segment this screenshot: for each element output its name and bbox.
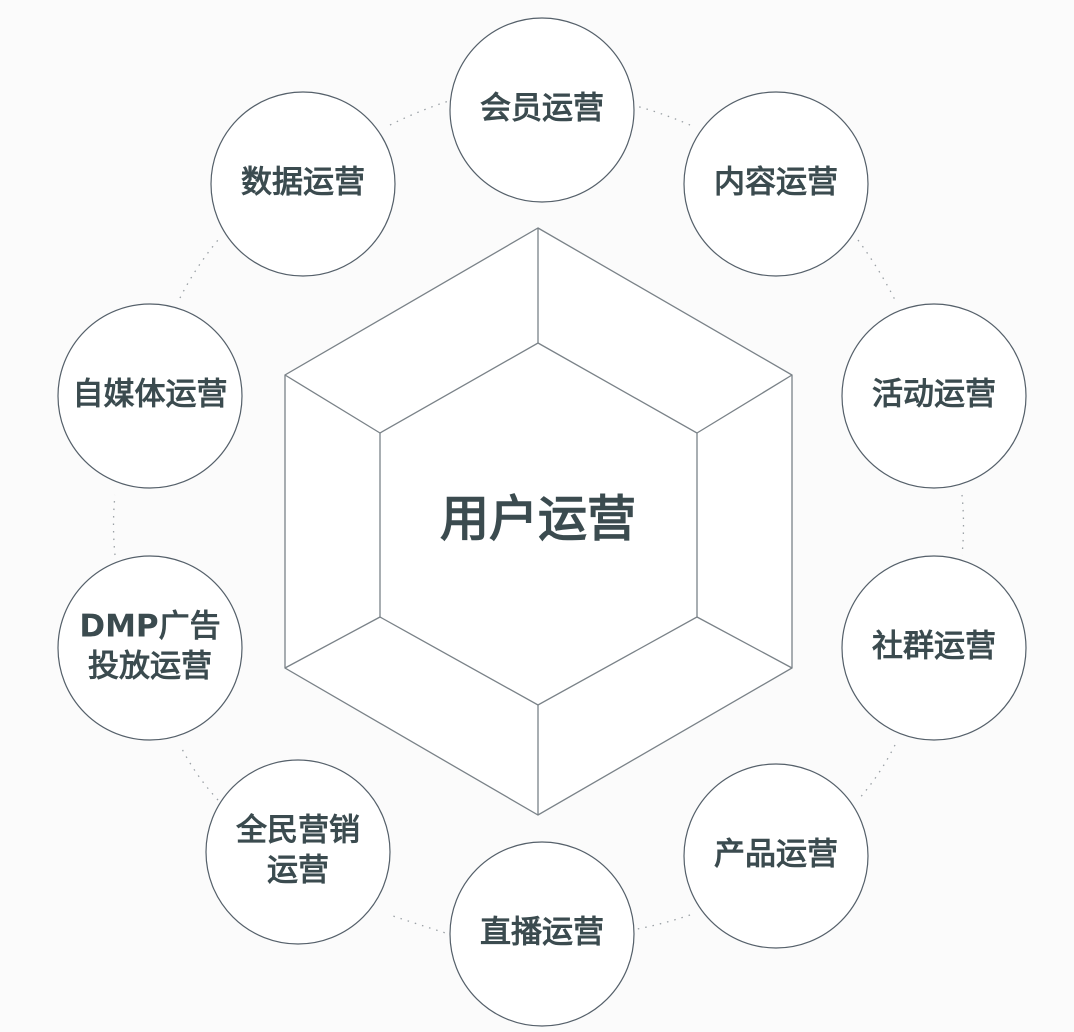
node-label: 自媒体运营 [73, 377, 228, 413]
node-label: 直播运营 [480, 915, 604, 951]
node-label: 全民营销 [235, 813, 360, 849]
connector-community-product [857, 744, 896, 801]
nodes-layer: 会员运营内容运营活动运营社群运营产品运营直播运营全民营销运营DMP广告投放运营自… [57, 17, 1027, 1027]
connector-media-data [179, 239, 219, 299]
node-label: 活动运营 [872, 377, 996, 413]
hexagon-edge-top-left [284, 374, 381, 434]
node-activity: 活动运营 [841, 303, 1027, 489]
node-circle [683, 763, 869, 949]
node-content: 内容运营 [683, 91, 869, 277]
hexagon-edge-bottom-left [284, 616, 381, 669]
node-label: 投放运营 [88, 649, 212, 685]
connector-member-content [631, 104, 691, 126]
node-label: 数据运营 [241, 165, 365, 201]
node-circle [57, 555, 243, 741]
connector-activity-community [961, 494, 965, 556]
node-label: 内容运营 [714, 165, 838, 201]
node-label: 运营 [267, 853, 329, 889]
center-hexagon [284, 227, 793, 816]
node-community: 社群运营 [841, 555, 1027, 741]
node-circle [683, 91, 869, 277]
connector-dmp-media [112, 494, 116, 556]
connector-data-member [389, 99, 453, 126]
node-circle [205, 759, 391, 945]
connector-product-live [631, 914, 691, 931]
node-live: 直播运营 [449, 841, 635, 1027]
node-member: 会员运营 [449, 17, 635, 203]
node-circle [57, 303, 243, 489]
node-circle [841, 555, 1027, 741]
node-media: 自媒体运营 [57, 303, 243, 489]
connector-marketing-dmp [179, 744, 219, 801]
node-circle [449, 841, 635, 1027]
node-data: 数据运营 [210, 91, 396, 277]
node-circle [210, 91, 396, 277]
connector-live-marketing [389, 914, 453, 936]
node-label: DMP广告 [79, 609, 220, 645]
node-label: 会员运营 [480, 91, 604, 127]
center-label: 用户运营 [440, 491, 636, 548]
hexagon-edge-top-right [696, 374, 793, 434]
hexagon-face [285, 228, 792, 815]
connector-content-activity [857, 239, 896, 301]
node-label: 产品运营 [714, 837, 838, 873]
node-circle [449, 17, 635, 203]
node-label: 社群运营 [872, 629, 996, 665]
node-product: 产品运营 [683, 763, 869, 949]
hexagon-edge-bottom-right [696, 616, 793, 669]
node-circle [841, 303, 1027, 489]
dotted-connectors [112, 99, 965, 936]
